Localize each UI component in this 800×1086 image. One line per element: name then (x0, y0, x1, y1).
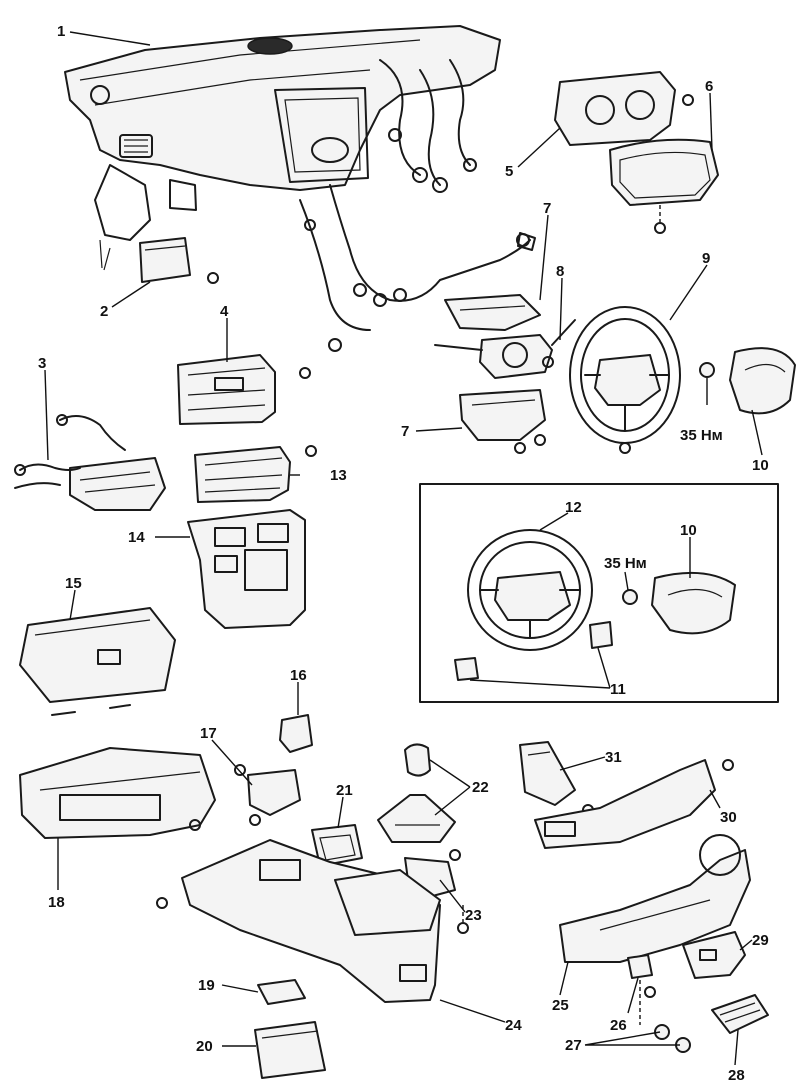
clips (654, 1024, 691, 1053)
duct (519, 741, 594, 816)
callout-29: 29 (752, 932, 769, 949)
callout-25: 25 (552, 997, 569, 1014)
lower-duct (534, 759, 734, 849)
callout-10-upper: 10 (752, 457, 769, 474)
center-cluster-panel (187, 509, 306, 629)
airbag-pad-upper (729, 347, 796, 415)
callout-19: 19 (198, 977, 215, 994)
torque-label-inset: 35 Нм (604, 555, 647, 572)
combination-meter (554, 71, 694, 146)
shift-knob (404, 743, 431, 777)
console-box (156, 839, 469, 1003)
airbag-pad-inset (651, 571, 736, 635)
part-16 (279, 714, 313, 753)
instrument-panel (64, 25, 536, 352)
callout-15: 15 (65, 575, 82, 592)
steering-nut-inset (622, 589, 638, 605)
heater-control-harness (14, 414, 166, 511)
callout-14: 14 (128, 529, 145, 546)
callout-10-inset: 10 (680, 522, 697, 539)
callout-26: 26 (610, 1017, 627, 1034)
callout-16: 16 (290, 667, 307, 684)
callout-21: 21 (336, 782, 353, 799)
shift-boot (377, 794, 456, 843)
column-cover-upper (444, 294, 541, 331)
switch-pads (454, 621, 613, 681)
callout-labels: 1 2 3 4 5 6 7 7 8 9 10 10 11 12 13 14 15… (38, 23, 769, 1084)
callout-22: 22 (472, 779, 489, 796)
column-cover-lower (459, 389, 546, 454)
callout-28: 28 (728, 1067, 745, 1084)
leader-lines (44, 31, 763, 1066)
glove-box (19, 607, 176, 716)
callout-13: 13 (330, 467, 347, 484)
right-lower-panel (559, 834, 751, 963)
grille (711, 994, 769, 1034)
steering-wheel (569, 306, 681, 454)
audio-unit (177, 354, 311, 425)
callout-8: 8 (556, 263, 564, 280)
callout-30: 30 (720, 809, 737, 826)
callout-17: 17 (200, 725, 217, 742)
callout-12: 12 (565, 499, 582, 516)
callout-7-upper: 7 (543, 200, 551, 217)
callout-24: 24 (505, 1017, 522, 1034)
meter-hood (609, 138, 719, 234)
torque-label-upper: 35 Нм (680, 427, 723, 444)
callout-18: 18 (48, 894, 65, 911)
callout-20: 20 (196, 1038, 213, 1055)
part-17 (234, 764, 301, 826)
callout-7-lower: 7 (401, 423, 409, 440)
heater-control-panel (194, 445, 317, 503)
callout-2: 2 (100, 303, 108, 320)
part-29 (682, 931, 746, 979)
steering-wheel-inset (467, 529, 593, 651)
inset-box (419, 483, 779, 703)
steering-nut (699, 362, 715, 378)
callout-3: 3 (38, 355, 46, 372)
callout-1: 1 (57, 23, 65, 40)
cup-holder (254, 1021, 326, 1079)
callout-4: 4 (220, 303, 229, 320)
mat (257, 979, 306, 1005)
shift-bezel (311, 824, 363, 867)
combination-switch (434, 319, 576, 379)
callout-9: 9 (702, 250, 710, 267)
part-26 (627, 954, 656, 998)
callout-11: 11 (610, 681, 626, 698)
callout-23: 23 (465, 907, 482, 924)
callout-31: 31 (605, 749, 622, 766)
callout-27: 27 (565, 1037, 582, 1054)
part-2 (139, 237, 219, 284)
lower-finish-panel (19, 747, 216, 839)
callout-5: 5 (505, 163, 513, 180)
callout-6: 6 (705, 78, 713, 95)
